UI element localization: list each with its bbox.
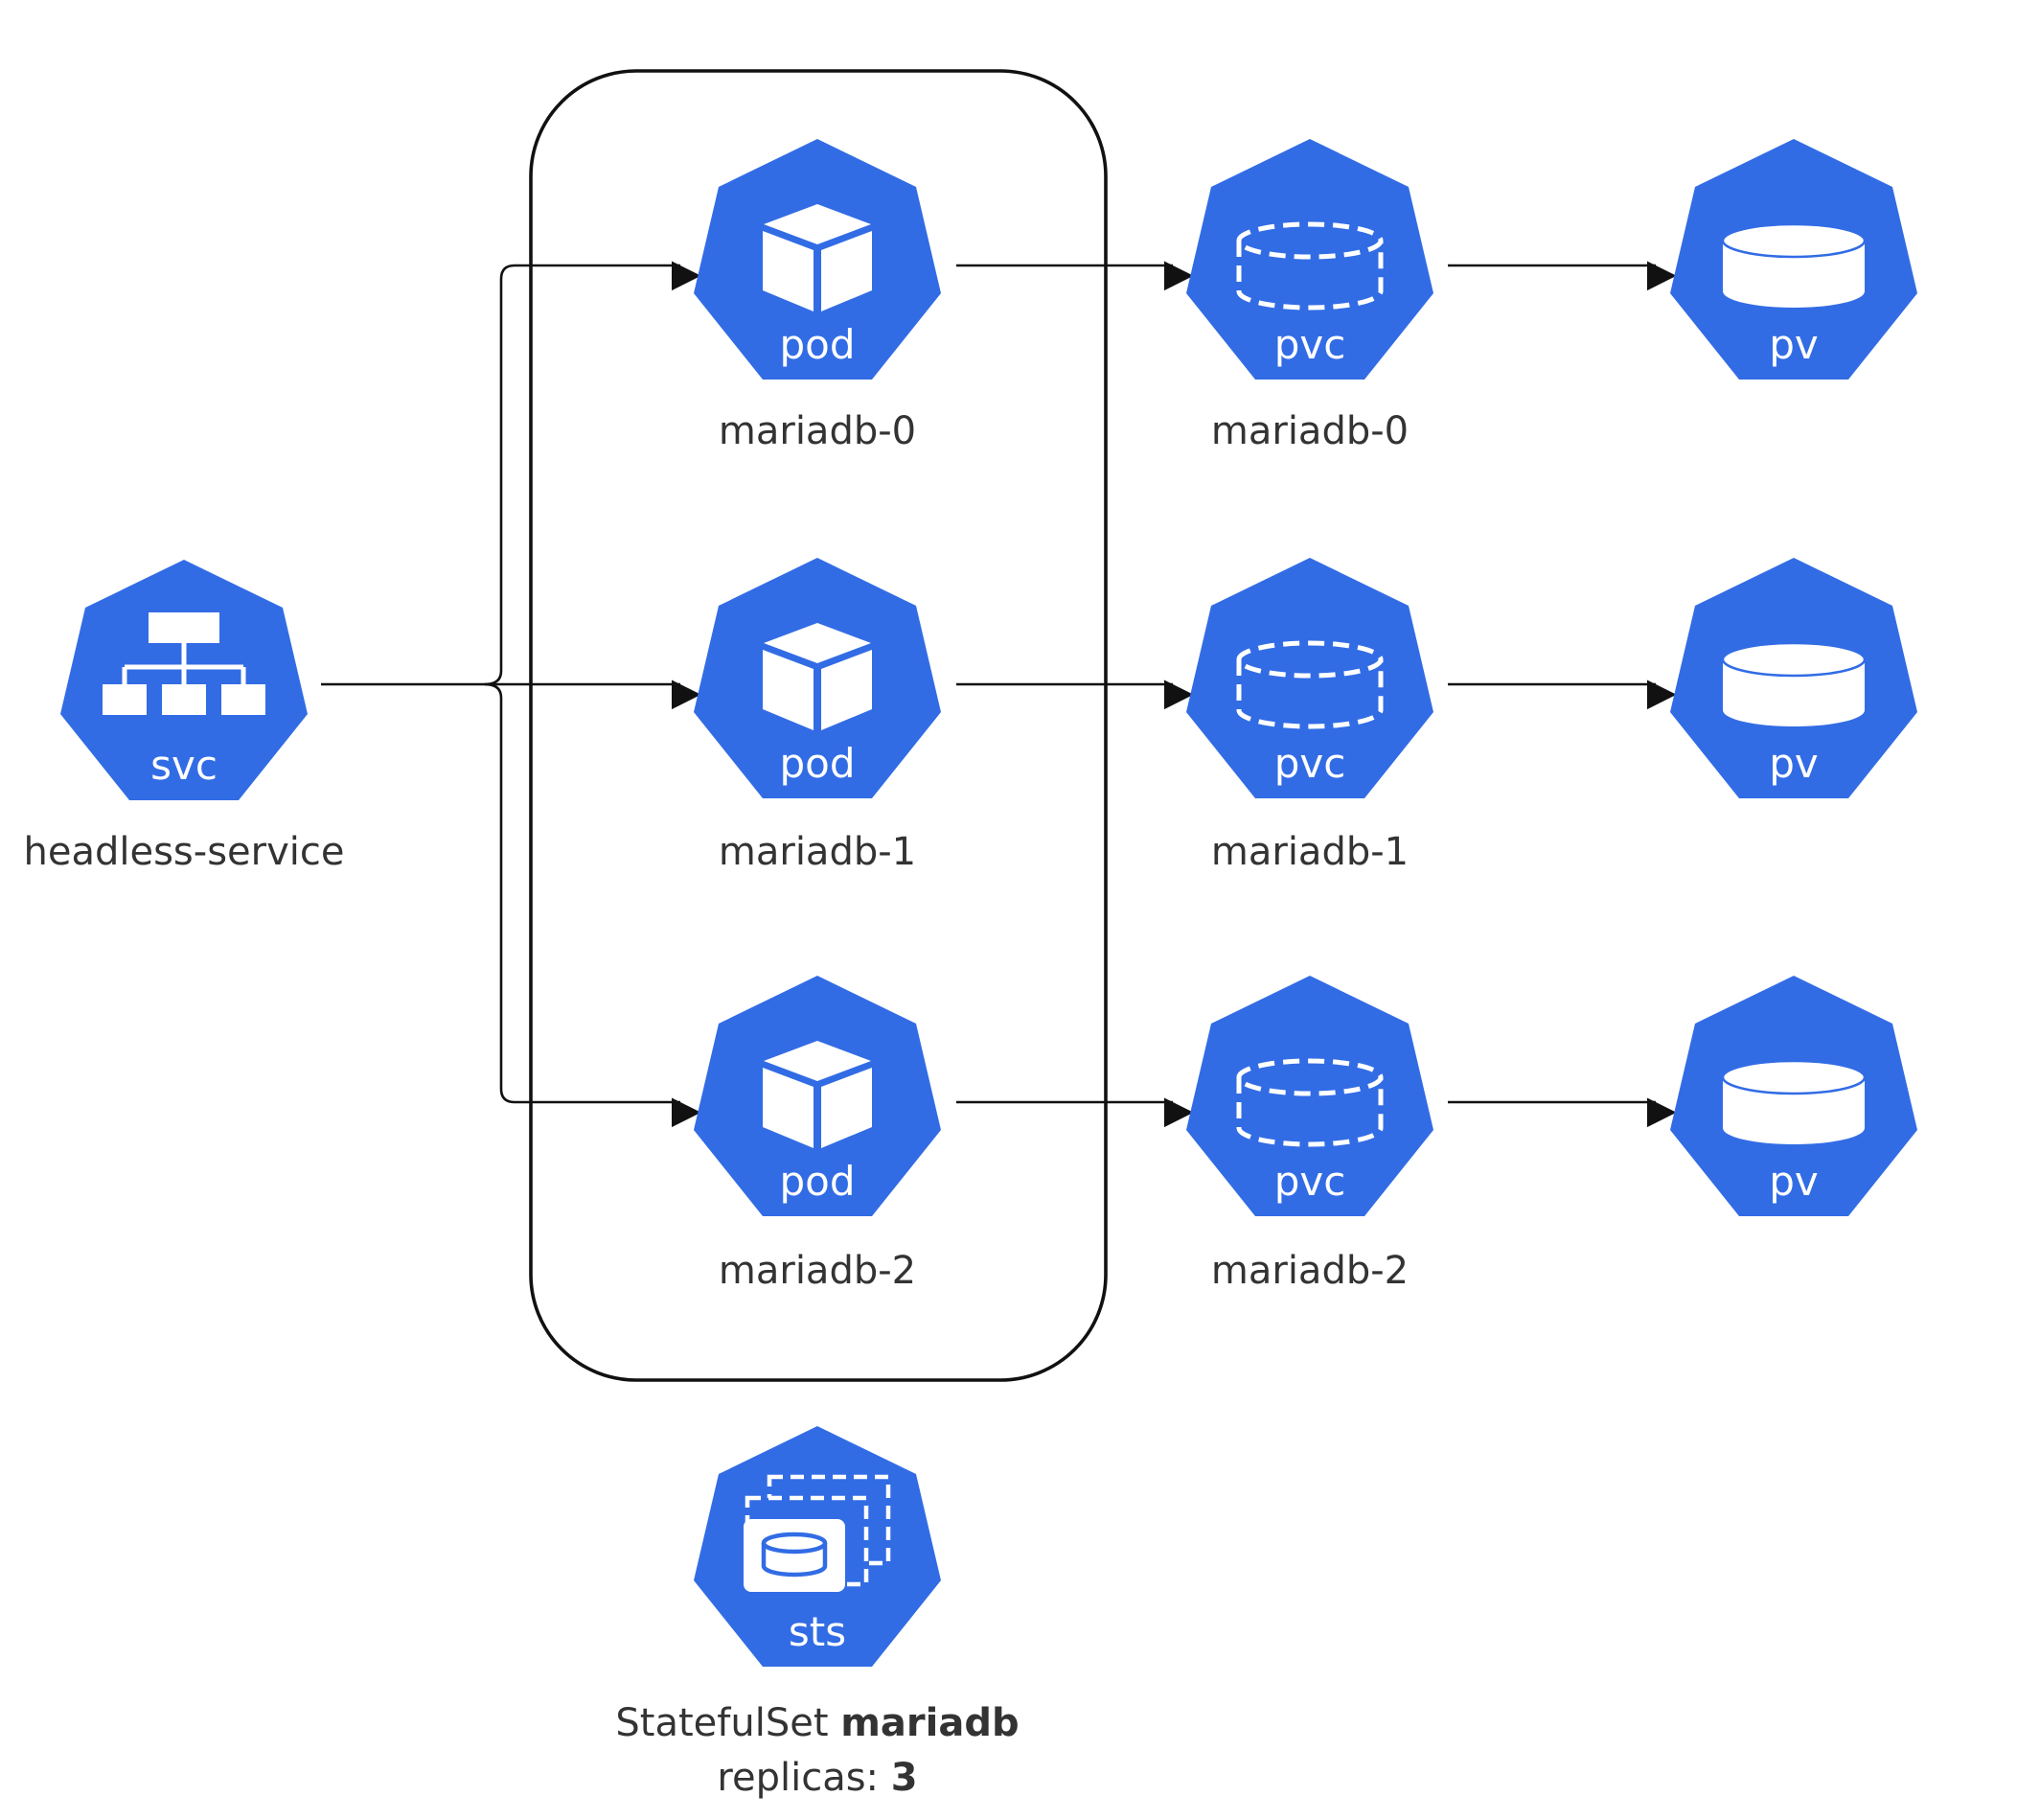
- pod-name-label: mariadb-2: [719, 1249, 916, 1293]
- pv-node[interactable]: pv: [1670, 139, 1917, 380]
- edge-svc-to-pod-2: [484, 682, 701, 1128]
- disk-icon: [1721, 1059, 1867, 1144]
- network-hierarchy-icon: [103, 612, 265, 715]
- dashed-disk-icon: [1236, 1058, 1384, 1147]
- sts-caption: StatefulSet mariadb: [615, 1701, 1019, 1745]
- pvc-node[interactable]: pvc: [1186, 139, 1433, 380]
- pod-icon-label: pod: [779, 740, 855, 787]
- sts-replicas-prefix: replicas:: [717, 1756, 890, 1800]
- cube-icon: [763, 204, 872, 311]
- edge-svc-to-pod-0: [484, 261, 701, 686]
- dashed-disk-icon: [1236, 221, 1384, 311]
- cube-icon: [763, 623, 872, 730]
- pv-node[interactable]: pv: [1670, 976, 1917, 1216]
- pod-node[interactable]: pod: [694, 976, 941, 1216]
- pv-icon-label: pv: [1769, 321, 1819, 368]
- pv-icon-label: pv: [1769, 1158, 1819, 1205]
- pv-node[interactable]: pv: [1670, 558, 1917, 798]
- pod-icon-label: pod: [779, 1158, 855, 1205]
- pvc-node[interactable]: pvc: [1186, 976, 1433, 1216]
- disk-icon: [1721, 641, 1867, 726]
- pod-node[interactable]: pod: [694, 558, 941, 798]
- pv-icon-label: pv: [1769, 740, 1819, 787]
- sts-node[interactable]: sts: [694, 1426, 941, 1667]
- stacked-disk-icon: [744, 1474, 891, 1592]
- svc-name-label: headless-service: [24, 830, 345, 874]
- sts-caption-name: mariadb: [840, 1701, 1019, 1745]
- edges: [321, 261, 1677, 1128]
- cube-icon: [763, 1041, 872, 1148]
- pod-name-label: mariadb-1: [719, 830, 916, 874]
- sts-icon-label: sts: [789, 1608, 846, 1655]
- disk-icon: [1721, 222, 1867, 308]
- pvc-name-label: mariadb-2: [1211, 1249, 1409, 1293]
- pvc-icon-label: pvc: [1274, 1158, 1346, 1205]
- pod-icon-label: pod: [779, 321, 855, 368]
- svc-node[interactable]: svc: [60, 560, 308, 800]
- pvc-icon-label: pvc: [1274, 740, 1346, 787]
- pvc-name-label: mariadb-1: [1211, 830, 1409, 874]
- pvc-node[interactable]: pvc: [1186, 558, 1433, 798]
- statefulset-group-frame: [529, 69, 1108, 1382]
- sts-replicas-value: 3: [891, 1756, 918, 1800]
- sts-replicas: replicas: 3: [717, 1756, 917, 1800]
- sts-caption-prefix: StatefulSet: [615, 1701, 840, 1745]
- pvc-name-label: mariadb-0: [1211, 409, 1409, 453]
- pod-name-label: mariadb-0: [719, 409, 916, 453]
- pod-node[interactable]: pod: [694, 139, 941, 380]
- dashed-disk-icon: [1236, 640, 1384, 729]
- pvc-icon-label: pvc: [1274, 321, 1346, 368]
- svc-icon-label: svc: [150, 742, 218, 789]
